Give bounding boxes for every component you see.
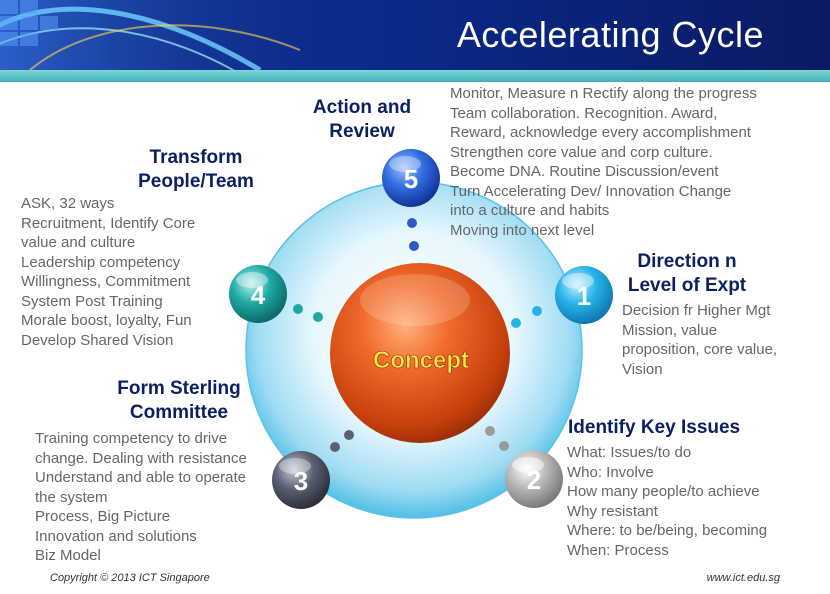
cycle-diagram: Concept 5 1 4 3 2	[229, 149, 613, 519]
footer-website: www.ict.edu.sg	[706, 572, 780, 584]
step-5-node: 5	[382, 149, 440, 207]
step-1-title: Direction n Level of Expt	[627, 251, 747, 296]
concept-sphere	[330, 263, 510, 443]
step-2-title: Identify Key Issues	[568, 417, 741, 438]
step-4-title: Transform People/Team	[138, 147, 254, 192]
step-2-number: 2	[527, 465, 541, 495]
decorative-swirl-art	[0, 0, 420, 70]
step-3-node: 3	[272, 451, 330, 509]
header-accent-band	[0, 70, 830, 82]
footer-copyright: Copyright © 2013 ICT Singapore	[50, 572, 210, 584]
page-title: Accelerating Cycle	[456, 14, 764, 55]
step-5-title: Action and Review	[312, 97, 412, 142]
step-4-description: ASK, 32 ways Recruitment, Identify Core …	[21, 195, 196, 349]
step-4-node: 4	[229, 265, 287, 323]
connector-dots	[293, 218, 542, 452]
step-1-node: 1	[555, 266, 613, 324]
step-3-number: 3	[294, 466, 308, 496]
step-4-number: 4	[251, 280, 266, 310]
step-3-title: Form Sterling Committee	[117, 378, 241, 423]
step-2-node: 2	[505, 450, 563, 508]
header-bar: Accelerating Cycle	[0, 0, 830, 70]
concept-label: Concept	[373, 347, 469, 374]
step-5-number: 5	[404, 164, 418, 194]
step-1-number: 1	[577, 281, 591, 311]
step-2-description: What: Issues/to do Who: Involve How many…	[567, 444, 768, 559]
step-5-description: Monitor, Measure n Rectify along the pro…	[450, 85, 757, 239]
step-1-description: Decision fr Higher Mgt Mission, value pr…	[622, 302, 778, 378]
step-3-description: Training competency to drive change. Dea…	[35, 430, 247, 564]
